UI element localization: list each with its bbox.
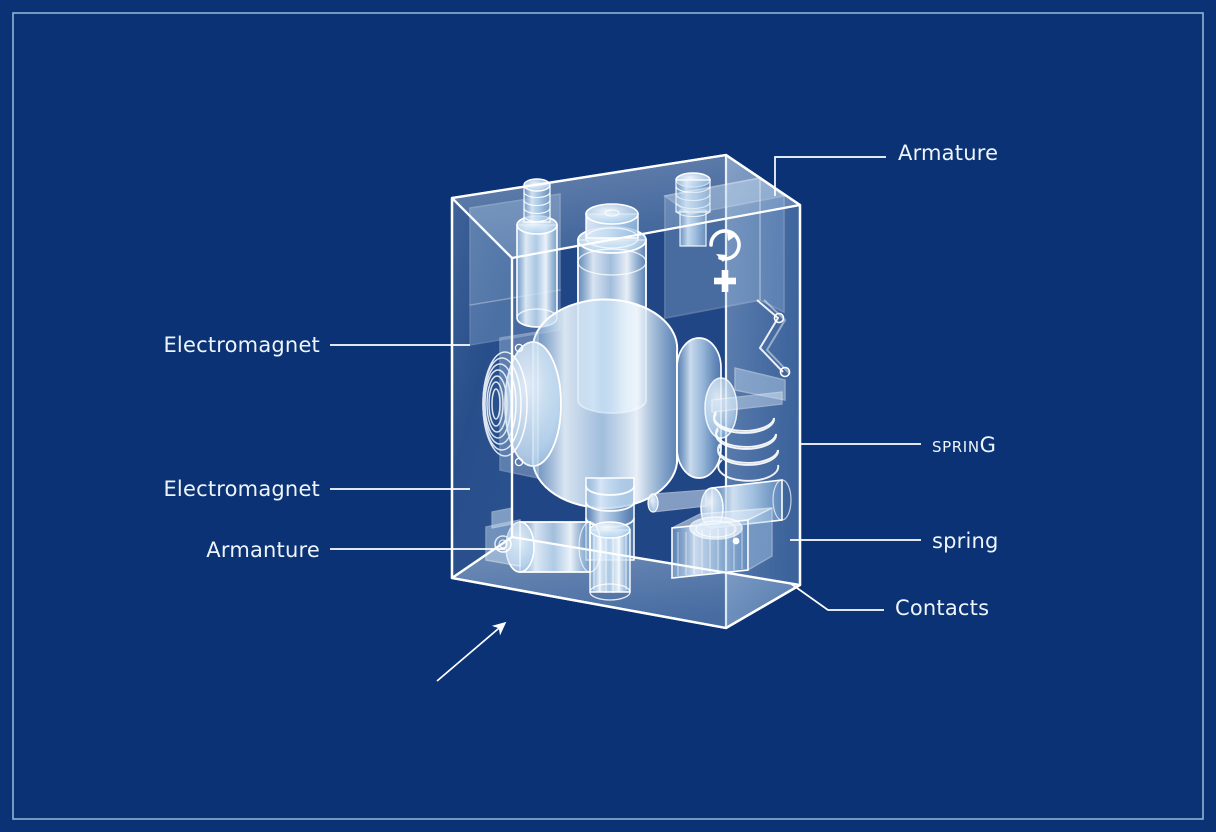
linkage-pivot bbox=[773, 312, 791, 378]
leader-lines bbox=[330, 156, 921, 611]
label-spring-upper: sprinG bbox=[932, 433, 997, 457]
terminal-post-right bbox=[675, 172, 711, 247]
spring-seat bbox=[711, 391, 783, 413]
label-armature-top: Armature bbox=[898, 141, 998, 165]
label-spring-lower: spring bbox=[932, 529, 999, 553]
unlabeled-corner-pointer bbox=[436, 621, 507, 682]
label-contacts: Contacts bbox=[895, 596, 989, 620]
contact-block bbox=[671, 506, 773, 579]
leader-armature-top bbox=[774, 156, 886, 196]
bellows-shaft bbox=[585, 477, 635, 601]
label-electromagnet-lower: Electromagnet bbox=[163, 477, 320, 501]
symbol-plate bbox=[663, 176, 786, 320]
leader-contacts bbox=[789, 582, 884, 611]
label-armanture: Armanture bbox=[206, 538, 320, 562]
label-electromagnet-upper: Electromagnet bbox=[163, 333, 320, 357]
spring-coil bbox=[713, 411, 780, 482]
rotation-arrow-icon bbox=[709, 229, 741, 262]
linkage-arm bbox=[756, 299, 791, 375]
contact-bracket bbox=[734, 367, 786, 401]
plus-icon bbox=[714, 270, 736, 292]
enclosure-front-frame bbox=[450, 153, 802, 630]
page-frame bbox=[12, 12, 1204, 820]
terminal-post-left bbox=[516, 178, 558, 328]
solenoid-body bbox=[499, 298, 738, 509]
